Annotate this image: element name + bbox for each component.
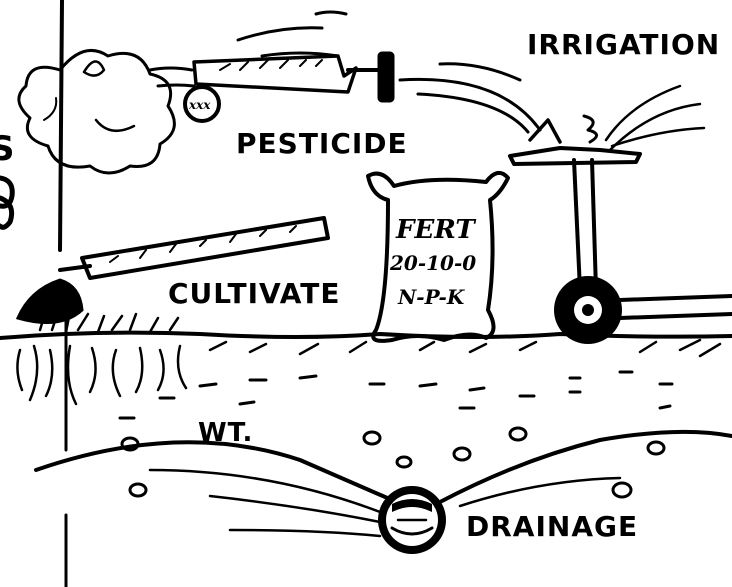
sprayer-tank-mark: xxx (188, 98, 211, 112)
fertilizer-bag: FERT 20-10-0 N-P-K (368, 173, 508, 341)
cultivate-label: CULTIVATE (168, 277, 341, 310)
fert-bag-line-2: 20-10-0 (389, 251, 476, 275)
drainage-label: DRAINAGE (466, 510, 638, 543)
pesticide-label: PESTICIDE (236, 127, 408, 160)
irrigation-spray (400, 64, 704, 150)
irrigation-sprinkler (510, 116, 732, 344)
pesticide-sprayer: xxx (185, 52, 394, 121)
edge-letter: S (0, 129, 16, 169)
weeds-and-roots (17, 306, 186, 404)
edge-glyph (0, 178, 12, 227)
drainage-pipe (378, 486, 446, 554)
ground-surface (0, 333, 732, 356)
spray-trail (150, 12, 346, 86)
irrigation-label: IRRIGATION (527, 28, 720, 61)
fert-bag-line-3: N-P-K (397, 285, 466, 309)
fert-bag-line-1: FERT (395, 215, 476, 245)
